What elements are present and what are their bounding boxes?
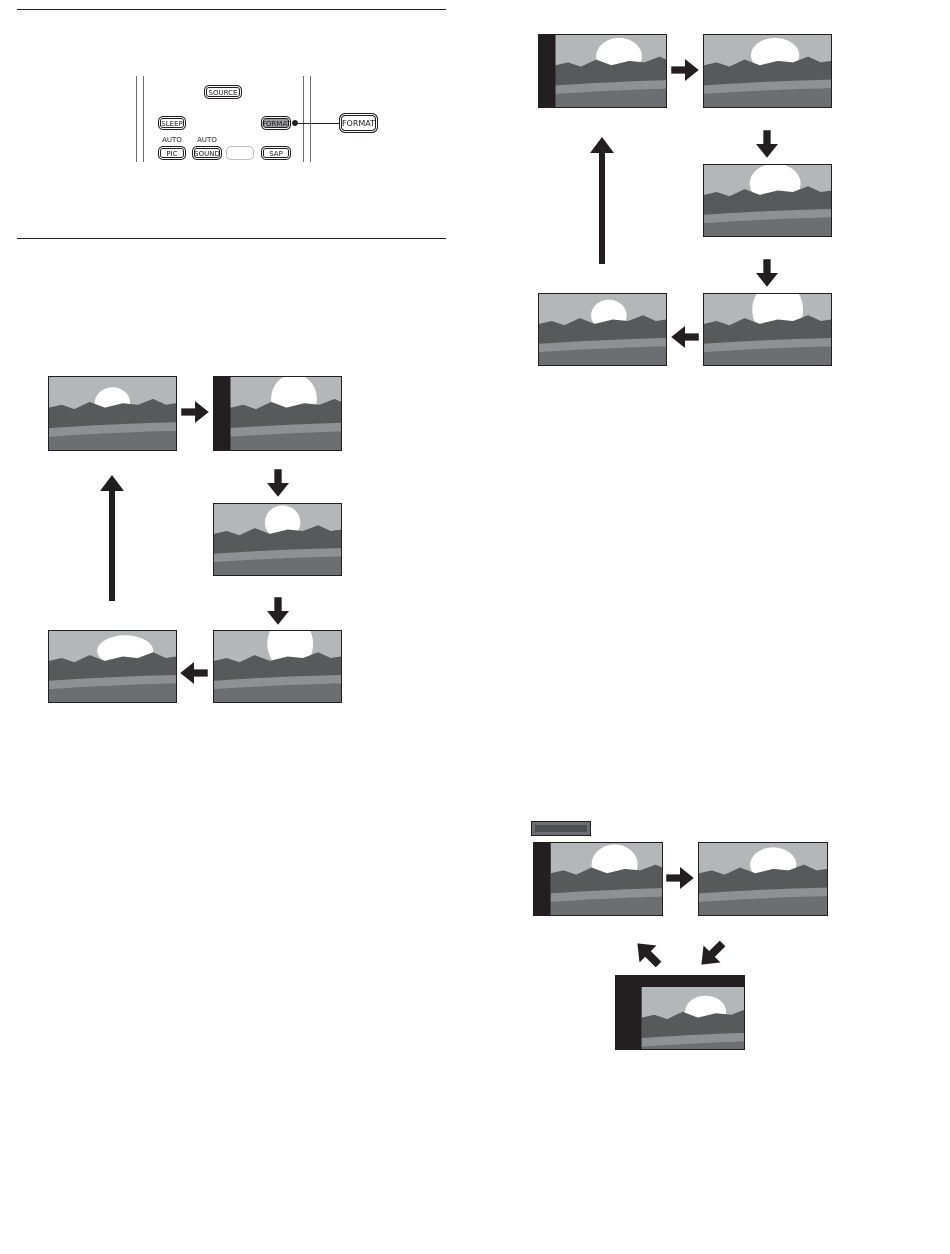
tv-picture-icon bbox=[539, 35, 666, 107]
tv-picture-icon bbox=[704, 165, 831, 236]
screen-left-4 bbox=[213, 630, 342, 703]
remote-edge-right bbox=[303, 76, 311, 162]
auto-pic-label: AUTO bbox=[158, 136, 186, 144]
blank-button[interactable] bbox=[226, 146, 254, 160]
screen-bottom-2 bbox=[698, 842, 828, 916]
arrow-right-icon bbox=[666, 867, 694, 889]
screen-left-5 bbox=[48, 630, 177, 703]
screen-right-4 bbox=[703, 293, 832, 366]
sleep-button[interactable]: SLEEP bbox=[158, 116, 186, 130]
tv-picture-icon bbox=[616, 976, 744, 1049]
remote-edge-left bbox=[136, 76, 144, 162]
auto-sound-label: AUTO bbox=[192, 136, 222, 144]
sound-button[interactable]: SOUND bbox=[192, 146, 222, 160]
tv-picture-icon bbox=[49, 631, 176, 702]
format-callout-button[interactable]: FORMAT bbox=[339, 113, 378, 133]
arrow-down-icon bbox=[264, 472, 292, 494]
tv-picture-icon bbox=[704, 294, 831, 365]
screen-right-3 bbox=[703, 164, 832, 237]
arrow-up-icon bbox=[100, 475, 124, 601]
screen-left-2 bbox=[213, 376, 342, 451]
arrow-right-icon bbox=[671, 59, 699, 81]
arrow-down-left-icon bbox=[697, 942, 727, 966]
sap-button[interactable]: SAP bbox=[261, 146, 291, 160]
screen-bottom-1 bbox=[533, 842, 663, 916]
arrow-right-icon bbox=[181, 401, 209, 423]
section-rule-top bbox=[17, 9, 446, 10]
arrow-left-icon bbox=[180, 662, 208, 684]
arrow-down-icon bbox=[753, 262, 781, 284]
mode-badge bbox=[531, 821, 591, 836]
source-button[interactable]: SOURCE bbox=[204, 85, 242, 99]
tv-picture-icon bbox=[214, 377, 341, 450]
screen-bottom-3 bbox=[615, 975, 745, 1050]
tv-picture-icon bbox=[699, 843, 827, 915]
screen-right-1 bbox=[538, 34, 667, 108]
tv-picture-icon bbox=[534, 843, 662, 915]
arrow-down-icon bbox=[753, 133, 781, 155]
arrow-up-left-icon bbox=[633, 942, 663, 966]
format-button[interactable]: FORMAT bbox=[261, 116, 291, 130]
callout-line bbox=[295, 123, 339, 124]
tv-picture-icon bbox=[49, 377, 176, 450]
tv-picture-icon bbox=[214, 504, 341, 575]
arrow-up-icon bbox=[590, 137, 614, 264]
screen-right-2 bbox=[703, 34, 832, 108]
screen-right-5 bbox=[538, 293, 667, 366]
tv-picture-icon bbox=[704, 35, 831, 107]
pic-button[interactable]: PIC bbox=[158, 146, 186, 160]
tv-picture-icon bbox=[539, 294, 666, 365]
arrow-left-icon bbox=[671, 326, 699, 348]
tv-picture-icon bbox=[214, 631, 341, 702]
section-rule-bottom bbox=[17, 238, 446, 239]
screen-left-1 bbox=[48, 376, 177, 451]
screen-left-3 bbox=[213, 503, 342, 576]
arrow-down-icon bbox=[264, 600, 292, 622]
